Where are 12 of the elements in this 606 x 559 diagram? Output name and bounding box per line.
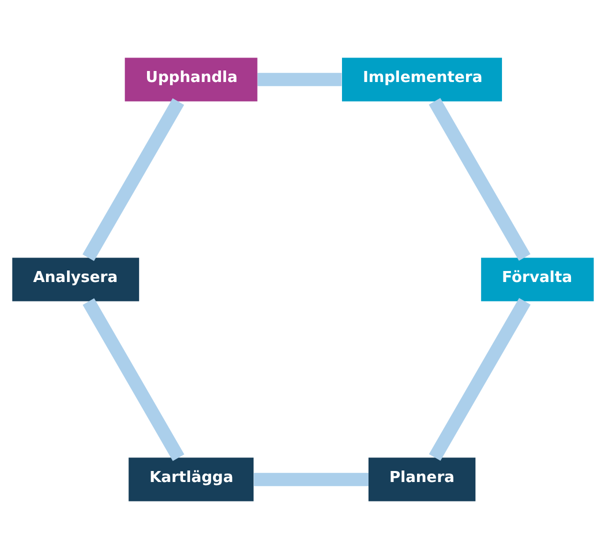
node-box: Planera: [368, 458, 476, 502]
connector: [82, 98, 184, 262]
node-box: Upphandla: [124, 58, 258, 102]
connector: [82, 298, 184, 461]
connector: [428, 98, 530, 261]
node-box: Förvalta: [481, 258, 594, 302]
node-box: Analysera: [12, 258, 140, 302]
connector: [258, 72, 342, 86]
node-box: Implementera: [342, 58, 502, 102]
connector: [254, 472, 368, 486]
node-box: Kartlägga: [128, 458, 254, 502]
connector: [428, 298, 531, 461]
